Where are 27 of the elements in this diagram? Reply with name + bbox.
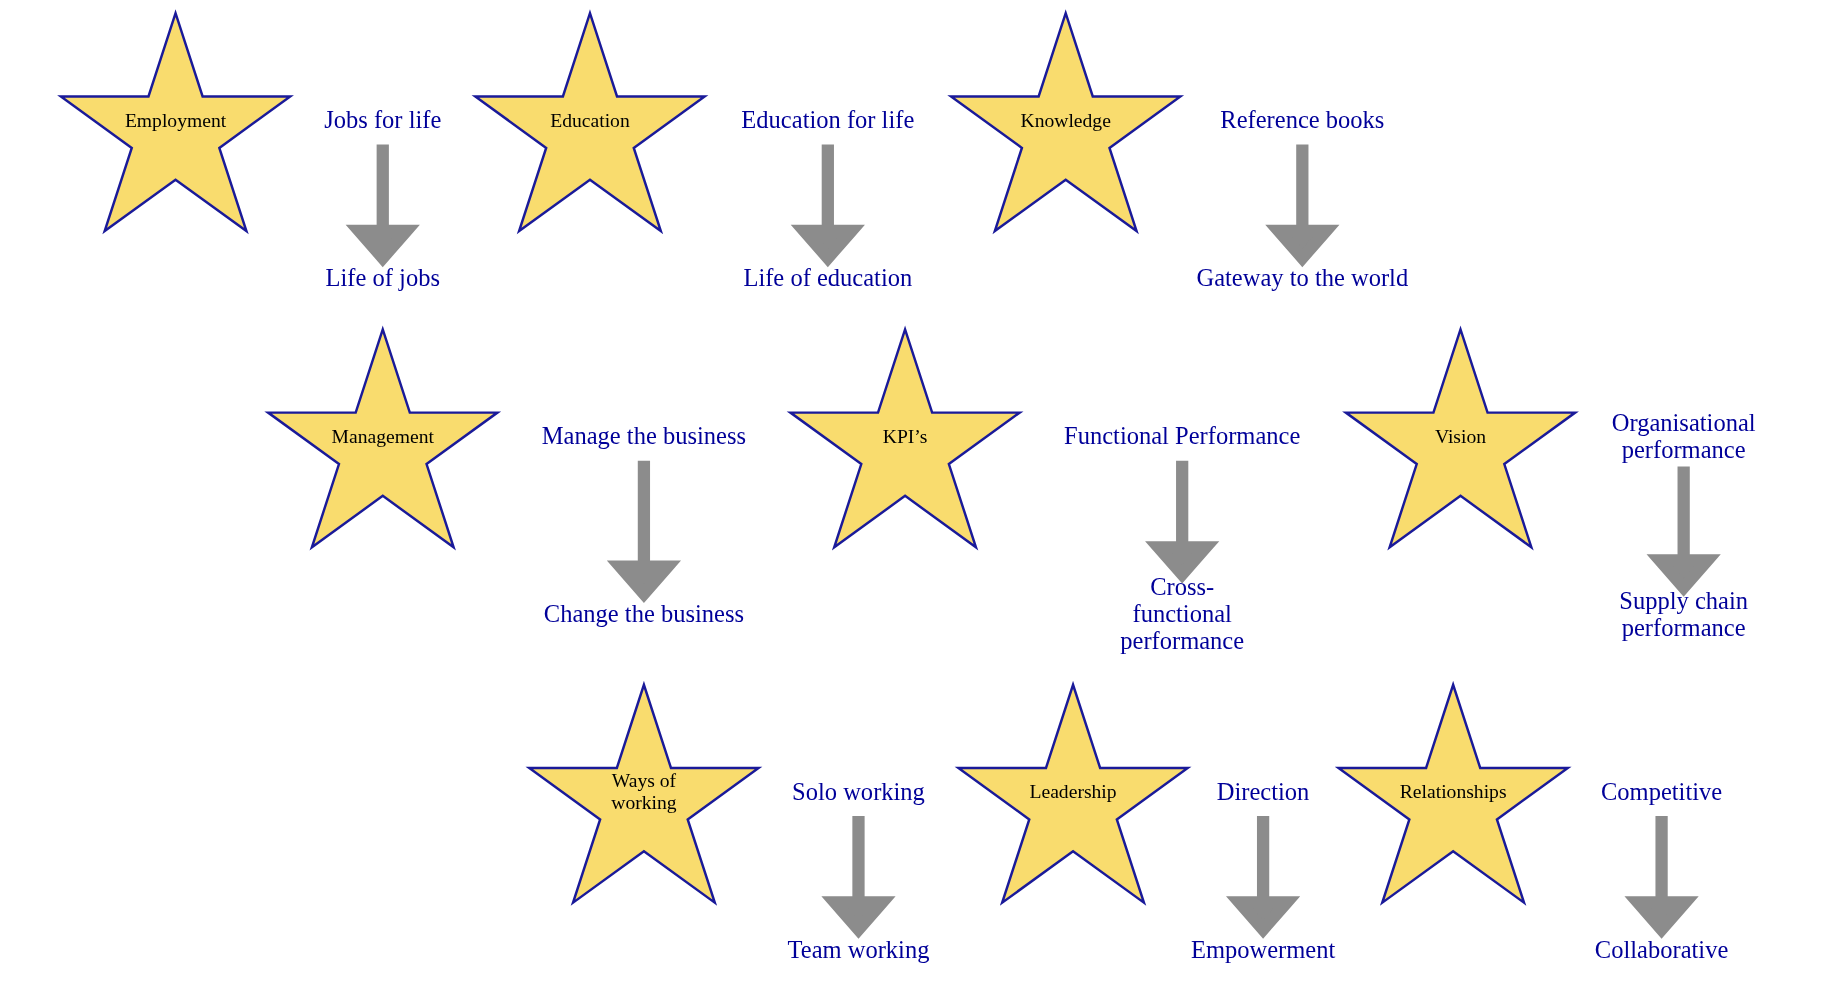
- node-text: Organisational performance: [1611, 408, 1756, 463]
- node-text: Gateway to the world: [1196, 264, 1409, 292]
- arrow: [606, 460, 682, 603]
- node-text: Competitive: [1600, 777, 1723, 805]
- arrow: [345, 144, 420, 268]
- node-text: Education for life: [741, 106, 915, 134]
- arrow: [1226, 815, 1301, 939]
- node-text: Life of education: [743, 264, 913, 292]
- node-text: Supply chain performance: [1619, 586, 1749, 641]
- arrow: [821, 815, 896, 939]
- node-text: Direction: [1216, 777, 1310, 805]
- node-text: Jobs for life: [324, 106, 442, 134]
- node-text: Team working: [787, 935, 930, 963]
- node-text: Solo working: [792, 777, 925, 805]
- arrow: [1265, 144, 1340, 268]
- node-text: Collaborative: [1594, 935, 1729, 963]
- node-text: Change the business: [543, 600, 745, 628]
- arrow: [1646, 466, 1721, 597]
- node-text: Cross-functional performance: [1120, 573, 1245, 655]
- node-text: Empowerment: [1190, 935, 1336, 963]
- node-text: Life of jobs: [325, 264, 440, 292]
- node-text: Functional Performance: [1064, 422, 1301, 450]
- arrow: [1145, 460, 1220, 584]
- arrow: [790, 144, 865, 268]
- node-text: Manage the business: [541, 422, 747, 450]
- node-text: Reference books: [1220, 106, 1385, 134]
- arrow: [1624, 815, 1699, 939]
